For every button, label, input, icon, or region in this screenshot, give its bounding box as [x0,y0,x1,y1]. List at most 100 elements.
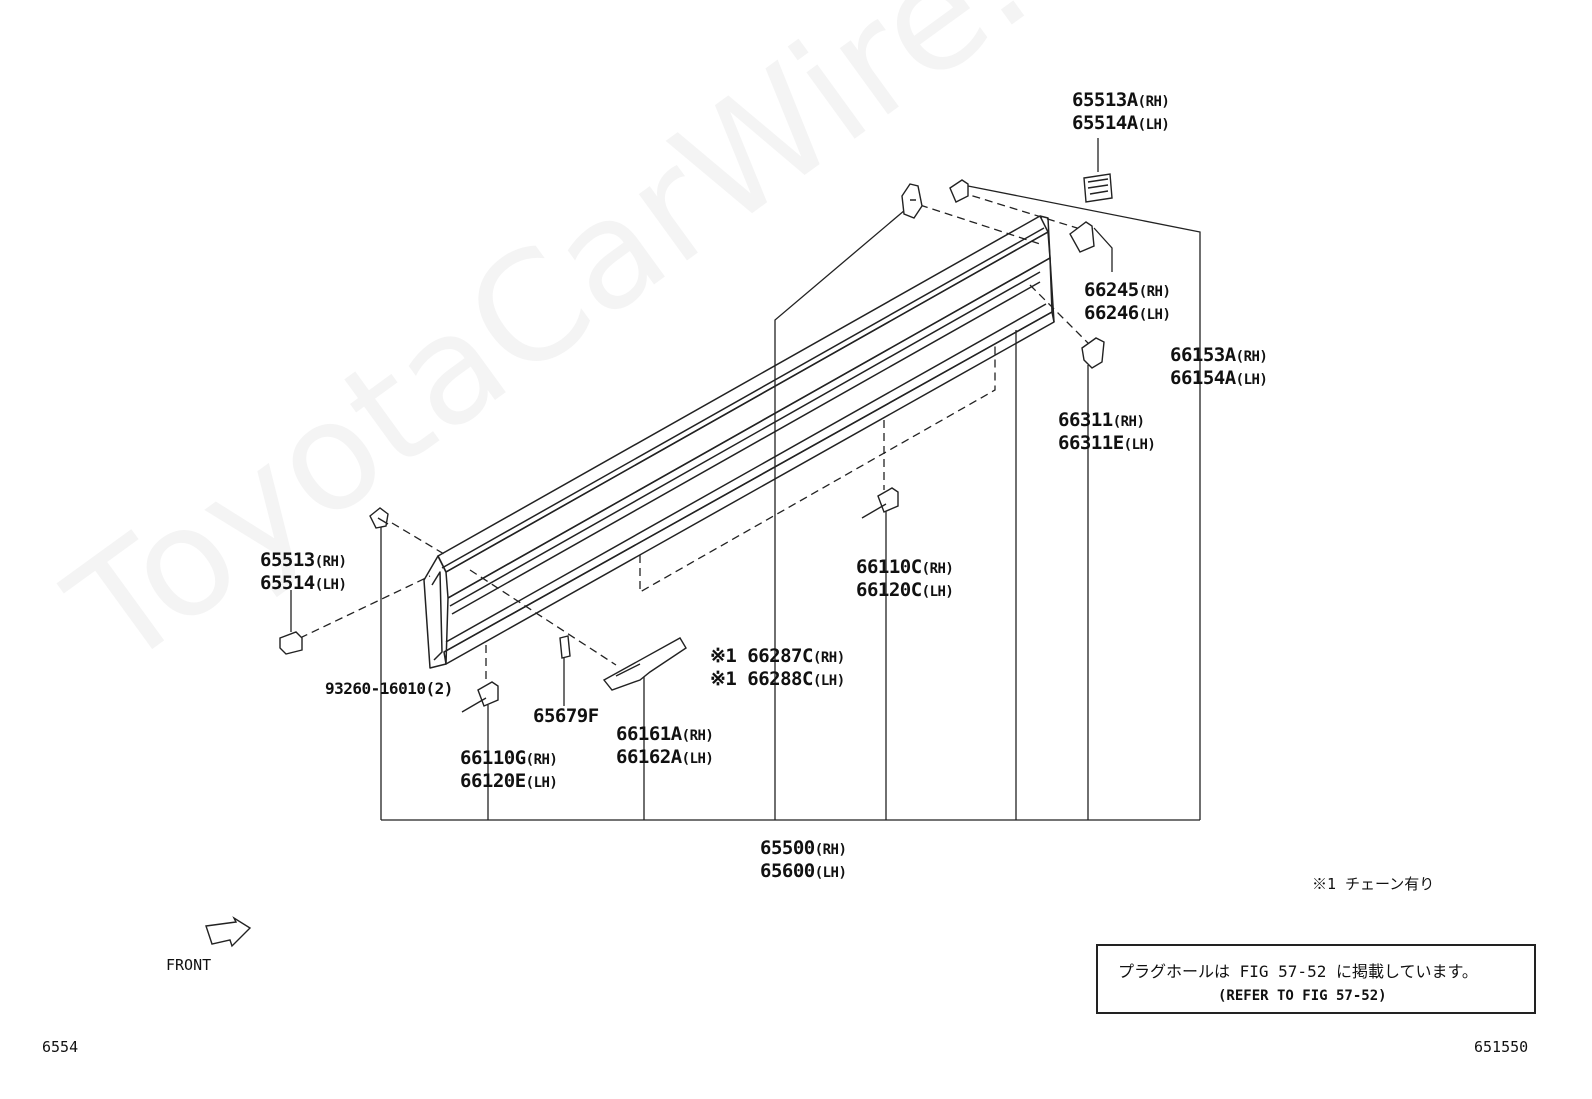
part-number-line: 65513(RH) [260,549,347,573]
part-number-line: 66120C(LH) [856,579,954,603]
part-code: 65514A [1072,112,1138,134]
label-66110g: 66110G(RH)66120E(LH) [460,747,558,794]
footnote: ※1 チェーン有り [1312,875,1435,893]
bolt-93260 [369,507,389,529]
part-number-line: 66110G(RH) [460,747,558,771]
pin-65679f [559,635,571,659]
label-66161a: 66161A(RH)66162A(LH) [616,723,714,770]
molding-right-end [1039,215,1055,323]
side-suffix: (LH) [1235,372,1268,388]
part-code: 65514 [260,572,315,594]
page-code-right: 651550 [1474,1038,1529,1056]
part-code: 65513 [260,549,315,571]
part-number-line: 66110C(RH) [856,556,954,580]
part-code: 66120E [460,770,526,792]
part-number-line: 66245(RH) [1084,279,1171,303]
side-suffix: (LH) [314,577,347,593]
label-66110c: 66110C(RH)66120C(LH) [856,556,954,603]
molding-face-upper [445,231,1051,599]
part-code: 65600 [760,860,815,882]
molding-end-cap [423,555,449,669]
reference-note-japanese: プラグホールは FIG 57-52 に掲載しています。 [1118,962,1478,981]
side-suffix: (RH) [812,650,845,666]
label-66311: 66311(RH)66311E(LH) [1058,410,1156,456]
part-code: 65513A [1072,89,1138,111]
clip-66110g [461,681,499,713]
part-code: 66110C [856,556,922,578]
clip-65513a [1083,173,1113,203]
page-code-left: 6554 [42,1038,79,1056]
bracket-66161a [602,637,687,691]
side-suffix: (LH) [1138,307,1171,323]
part-code: 66245 [1084,279,1139,301]
part-code: ※1 66288C [710,668,813,690]
label-65513a: 65513A(RH)65514A(LH) [1072,89,1170,136]
bracket-66287c [901,183,923,219]
label-66153a: 66153A(RH) 66154A(LH) [1170,344,1268,391]
part-number-line: 66311E(LH) [1058,432,1156,456]
part-code: 66110G [460,747,526,769]
part-number-line: 66154A(LH) [1170,367,1268,391]
molding-face-lines [445,271,1047,643]
part-code: 65679F [533,705,599,727]
label-65513: 65513(RH)65514(LH) [260,549,347,596]
part-number-line: ※1 66288C(LH) [710,669,845,692]
part-code: 66246 [1084,302,1139,324]
molding-top-groove [441,227,1045,569]
clip-66110c [861,487,899,519]
side-suffix: (LH) [1123,437,1156,453]
part-code: ※1 66287C [710,645,813,667]
side-suffix: (RH) [525,752,558,768]
part-number-line: 66246(LH) [1084,302,1171,326]
front-arrow [205,916,252,948]
end-piece-top [949,179,969,203]
part-code: 65500 [760,837,815,859]
part-number-line: 66161A(RH) [616,723,714,747]
molding-bottom [443,311,1055,665]
label-66245: 66245(RH)66246(LH) [1084,279,1171,326]
part-code: 66153A [1170,344,1236,366]
side-suffix: (LH) [814,865,847,881]
label-65679f: 65679F [533,706,599,727]
label-65500: 65500(RH)65600(LH) [760,837,847,884]
side-suffix: (LH) [812,673,845,689]
side-suffix: (LH) [525,775,558,791]
front-label: FRONT [166,956,212,974]
part-number-line: 66311(RH) [1058,410,1155,433]
part-number-line: 66162A(LH) [616,746,714,770]
side-suffix: (RH) [1137,94,1170,110]
part-number-line: 65513A(RH) [1072,89,1170,113]
molding-end-inner [431,571,443,661]
part-code: 66154A [1170,367,1236,389]
clip-65513 [279,631,303,655]
side-suffix: (LH) [681,751,714,767]
side-suffix: (RH) [314,554,347,570]
part-code: 66120C [856,579,922,601]
clip-66311 [1081,337,1105,369]
part-number-line: 65500(RH) [760,837,847,861]
part-code: 66311E [1058,432,1124,454]
side-suffix: (RH) [1138,284,1171,300]
side-suffix: (RH) [1112,414,1145,430]
side-suffix: (LH) [921,584,954,600]
label-66287c: ※1 66287C(RH)※1 66288C(LH) [710,646,845,692]
part-number-line: 66120E(LH) [460,770,558,794]
part-number-line: 65514A(LH) [1072,112,1170,136]
reference-note-box: プラグホールは FIG 57-52 に掲載しています。 (REFER TO FI… [1096,944,1536,1014]
part-code: 93260-16010(2) [325,679,453,698]
part-code: 66311 [1058,409,1113,431]
part-code: 66161A [616,723,682,745]
side-suffix: (RH) [921,561,954,577]
side-suffix: (RH) [1235,349,1268,365]
reference-note-english: (REFER TO FIG 57-52) [1218,988,1387,1004]
part-number-line: 65679F [533,706,599,727]
part-number-line: 65600(LH) [760,860,847,884]
clip-66245 [1069,221,1095,253]
side-suffix: (RH) [814,842,847,858]
label-93260: 93260-16010(2) [325,678,453,699]
part-number-line: ※1 66287C(RH) [710,646,845,669]
part-code: 66162A [616,746,682,768]
part-number-line: 93260-16010(2) [325,678,453,699]
